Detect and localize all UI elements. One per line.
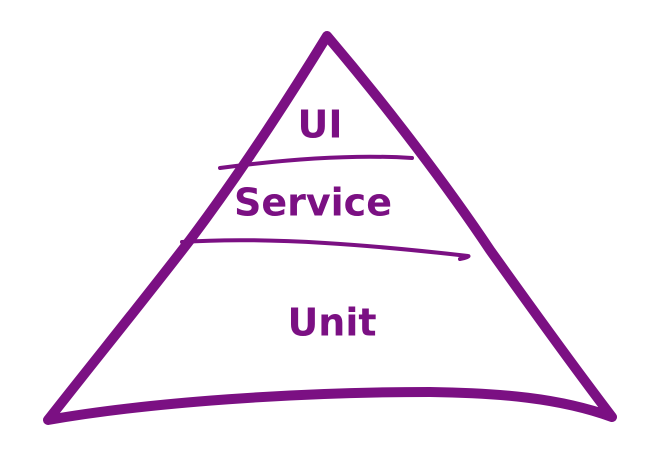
- layer-label-unit: Unit: [287, 301, 376, 345]
- layer-label-ui: UI: [298, 103, 343, 147]
- layer-label-service: Service: [234, 181, 392, 225]
- divider-service-unit: [180, 238, 471, 261]
- divider-ui-service: [218, 154, 414, 170]
- pyramid-outline: [43, 31, 617, 425]
